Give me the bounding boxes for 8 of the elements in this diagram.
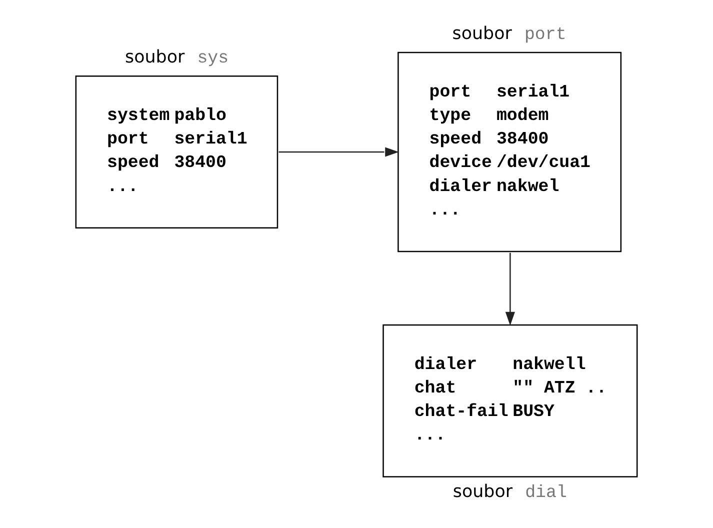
node-box: system pablo port serial1 speed 38400 ...: [75, 75, 278, 229]
node-label: soubor port: [452, 24, 566, 46]
arrow: [278, 147, 399, 157]
arrow: [505, 252, 515, 326]
node-label: soubor dial: [452, 482, 567, 503]
node-box: port serial1 type modem speed 38400 device /dev/cua1 dialer nakwel ...: [398, 52, 622, 252]
node-label: soubor sys: [125, 48, 229, 69]
node-box: dialer nakwell chat "" ATZ .. chat-fail BUSY ...: [382, 324, 638, 478]
